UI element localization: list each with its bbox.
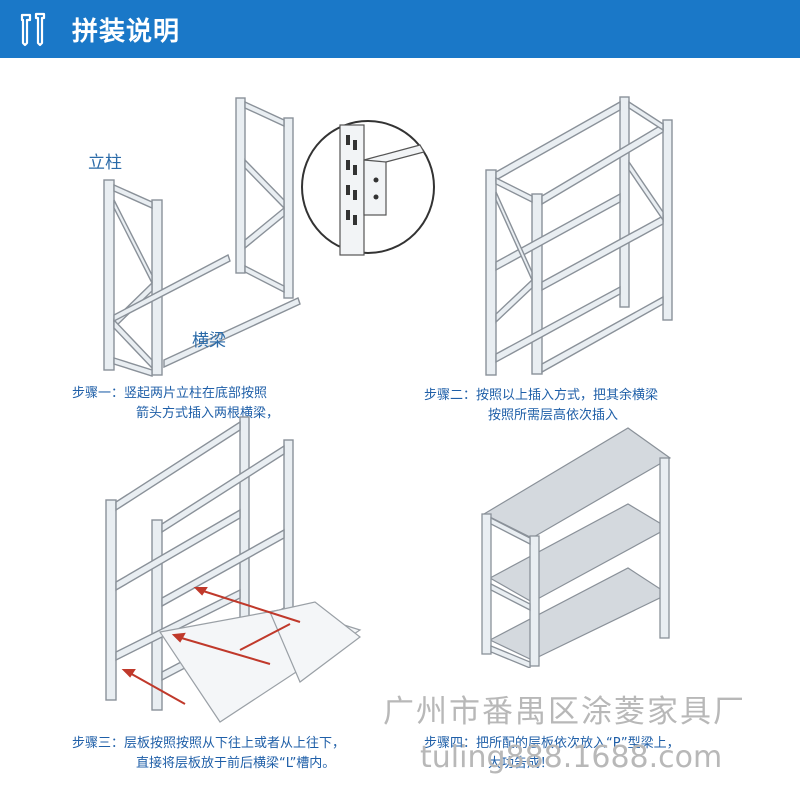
step2-number: 步骤二：	[424, 388, 477, 403]
step4-illustration	[481, 427, 672, 668]
step3-number: 步骤三：	[72, 736, 125, 751]
step1-number: 步骤一：	[72, 386, 125, 401]
step4-caption: 步骤四：把所配的层板依次放入“P”型梁上， 大功告成！	[424, 734, 680, 774]
beam-label: 横梁	[192, 331, 226, 351]
step4-line1: 把所配的层板依次放入“P”型梁上，	[476, 736, 680, 751]
slot-detail-magnifier	[301, 120, 435, 256]
page-title: 拼装说明	[72, 16, 181, 47]
step1-line1: 竖起两片立柱在底部按照	[124, 386, 268, 401]
wrench-hammer-icon	[20, 12, 46, 47]
watermark-site: tuling888.1688.com	[420, 740, 723, 775]
step1-illustration	[103, 97, 301, 377]
step3-line2: 直接将层板放于前后横梁“L”槽内。	[136, 756, 336, 771]
step2-line1: 按照以上插入方式，把其余横梁	[476, 388, 659, 403]
header-bar: 拼装说明	[0, 0, 800, 58]
step2-line2: 按照所需层高依次插入	[488, 408, 619, 423]
step3-line1: 层板按照按照从下往上或者从上往下，	[124, 736, 346, 751]
step2-caption: 步骤二：按照以上插入方式，把其余横梁 按照所需层高依次插入	[424, 386, 658, 426]
step2-illustration	[485, 96, 673, 376]
step3-caption: 步骤三：层板按照按照从下往上或者从上往下， 直接将层板放于前后横梁“L”槽内。	[72, 734, 345, 774]
step4-line2: 大功告成！	[488, 756, 554, 771]
watermark-company: 广州市番禺区涂菱家具厂	[383, 694, 746, 730]
step4-number: 步骤四：	[424, 736, 477, 751]
step3-illustration	[105, 416, 362, 723]
column-label: 立柱	[88, 153, 122, 173]
